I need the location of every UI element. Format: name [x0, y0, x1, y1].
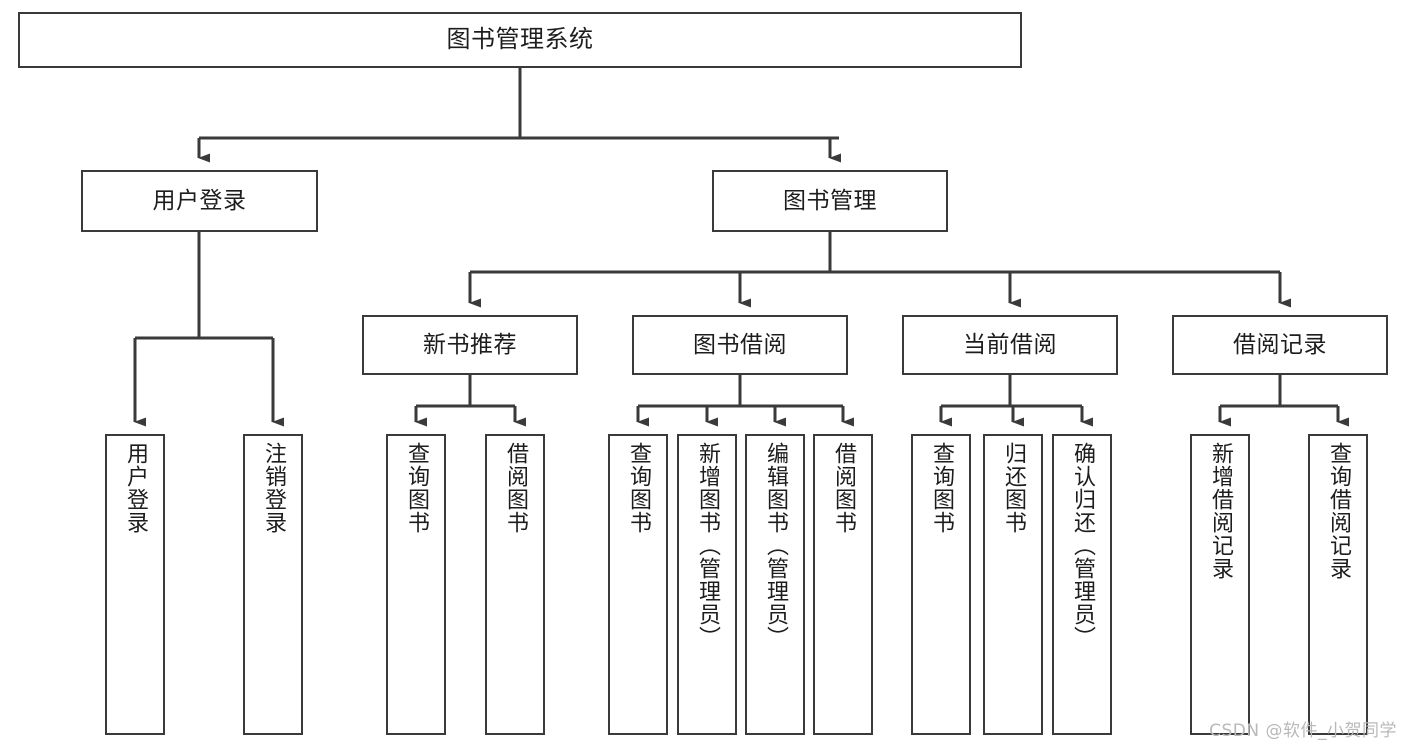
node-new-book-recommendation[interactable]: 新书推荐 [362, 315, 578, 375]
node-label: 编辑图书（管理员） [762, 442, 788, 649]
watermark: CSDN @软件_小贺同学 [1209, 721, 1397, 741]
node-user-login[interactable]: 用户登录 [81, 170, 318, 232]
node-book-borrowing[interactable]: 图书借阅 [632, 315, 848, 375]
node-label: 查询图书 [403, 442, 429, 534]
node-current-borrowing[interactable]: 当前借阅 [902, 315, 1118, 375]
leaf-borrow-book-newbook[interactable]: 借阅图书 [485, 434, 545, 735]
node-label: 借阅图书 [502, 442, 528, 534]
leaf-return-book[interactable]: 归还图书 [983, 434, 1043, 735]
leaf-query-book-newbook[interactable]: 查询图书 [386, 434, 446, 735]
node-label: 查询图书 [625, 442, 651, 534]
leaf-add-borrowing-record[interactable]: 新增借阅记录 [1190, 434, 1250, 735]
node-label: 借阅图书 [830, 442, 856, 534]
node-label: 注销登录 [260, 442, 286, 534]
node-label: 图书管理 [783, 187, 877, 214]
leaf-borrow-book[interactable]: 借阅图书 [813, 434, 873, 735]
node-label: 新书推荐 [423, 331, 517, 358]
node-label: 图书管理系统 [446, 25, 594, 54]
node-label: 确认归还（管理员） [1069, 442, 1095, 649]
leaf-query-borrowing-record[interactable]: 查询借阅记录 [1308, 434, 1368, 735]
leaf-query-book-borrowing[interactable]: 查询图书 [608, 434, 668, 735]
leaf-user-login[interactable]: 用户登录 [105, 434, 165, 735]
node-label: 用户登录 [122, 442, 148, 534]
leaf-add-book-admin[interactable]: 新增图书（管理员） [677, 434, 737, 735]
node-label: 归还图书 [1000, 442, 1026, 534]
node-label: 新增图书（管理员） [694, 442, 720, 649]
leaf-edit-book-admin[interactable]: 编辑图书（管理员） [745, 434, 805, 735]
leaf-logout[interactable]: 注销登录 [243, 434, 303, 735]
node-label: 查询图书 [928, 442, 954, 534]
leaf-query-book-current[interactable]: 查询图书 [911, 434, 971, 735]
node-label: 当前借阅 [963, 331, 1057, 358]
node-label: 新增借阅记录 [1207, 442, 1233, 580]
leaf-confirm-return-admin[interactable]: 确认归还（管理员） [1052, 434, 1112, 735]
node-label: 用户登录 [152, 187, 247, 214]
node-label: 借阅记录 [1233, 331, 1327, 358]
node-label: 图书借阅 [693, 331, 787, 358]
node-root-book-management-system[interactable]: 图书管理系统 [18, 12, 1022, 68]
node-borrowing-records[interactable]: 借阅记录 [1172, 315, 1388, 375]
node-book-management[interactable]: 图书管理 [712, 170, 948, 232]
node-label: 查询借阅记录 [1325, 442, 1351, 580]
